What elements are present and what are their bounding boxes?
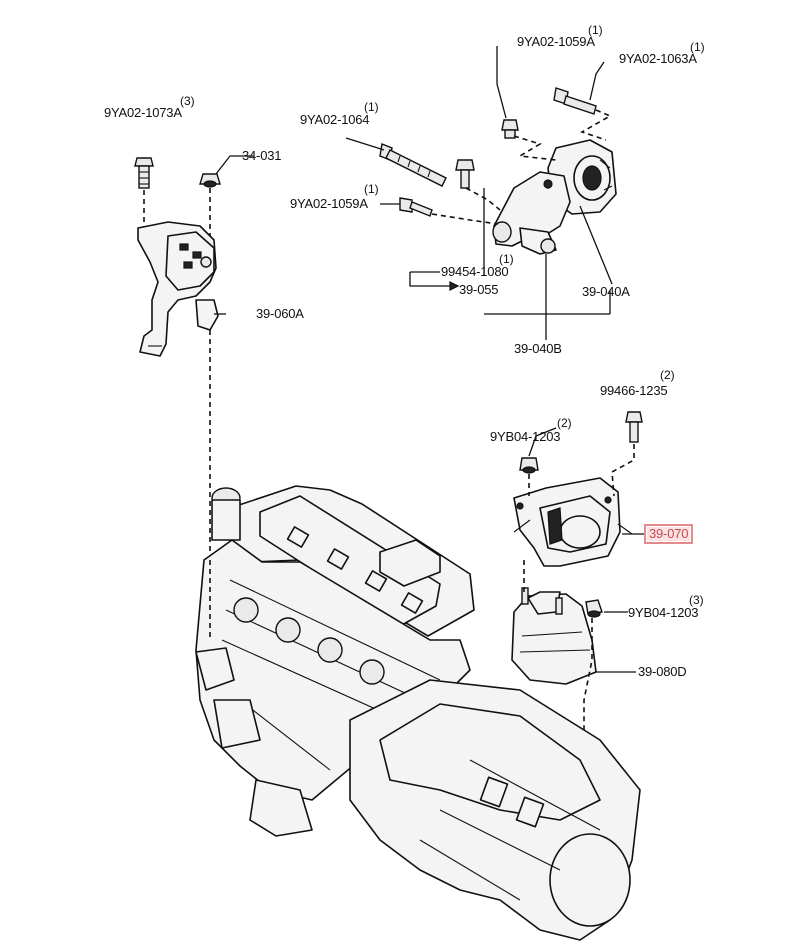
qty-99454-1080: (1) bbox=[499, 252, 514, 266]
callout-34-031[interactable]: 34-031 bbox=[242, 148, 282, 163]
callout-99454-1080[interactable]: 99454-1080 bbox=[441, 264, 509, 279]
callout-39-080d[interactable]: 39-080D bbox=[638, 664, 687, 679]
engine-mount-bracket-39-060a[interactable] bbox=[134, 157, 221, 357]
callout-39-070-highlighted[interactable]: 39-070 bbox=[643, 524, 694, 544]
bolt-9ya02-1064[interactable] bbox=[379, 143, 447, 187]
callout-39-040b[interactable]: 39-040B bbox=[514, 341, 562, 356]
transmission-mount-39-070[interactable] bbox=[513, 477, 633, 567]
qty-9ya02-1059a-mid: (1) bbox=[364, 182, 379, 196]
qty-9yb04-1203-a: (2) bbox=[557, 416, 572, 430]
nut-9yb04-1203-upper[interactable] bbox=[519, 457, 539, 474]
callout-39-040a[interactable]: 39-040A bbox=[582, 284, 630, 299]
transmission-bracket-39-080d[interactable] bbox=[511, 587, 597, 685]
bolt-99466-1235[interactable] bbox=[625, 411, 643, 443]
callout-99466-1235[interactable]: 99466-1235 bbox=[600, 383, 668, 398]
callout-39-055[interactable]: 39-055 bbox=[459, 282, 499, 297]
bolt-9ya02-1063a[interactable] bbox=[553, 87, 597, 115]
callout-9ya02-1059a-top[interactable]: 9YA02-1059A bbox=[517, 34, 595, 49]
mount-bracket-39-040b[interactable] bbox=[492, 171, 571, 255]
callout-9yb04-1203-b[interactable]: 9YB04-1203 bbox=[628, 605, 699, 620]
engine-assembly bbox=[195, 485, 641, 941]
callout-9ya02-1059a-mid[interactable]: 9YA02-1059A bbox=[290, 196, 368, 211]
qty-99466-1235: (2) bbox=[660, 368, 675, 382]
bolt-9ya02-1073a[interactable] bbox=[134, 157, 154, 189]
qty-9ya02-1064: (1) bbox=[364, 100, 379, 114]
bolt-9ya02-1059a-upper[interactable] bbox=[501, 119, 519, 139]
qty-9yb04-1203-b: (3) bbox=[689, 593, 704, 607]
qty-9ya02-1063a: (1) bbox=[690, 40, 705, 54]
callout-39-060a[interactable]: 39-060A bbox=[256, 306, 304, 321]
nut-34-031[interactable] bbox=[199, 173, 221, 188]
callout-9ya02-1063a[interactable]: 9YA02-1063A bbox=[619, 51, 697, 66]
bolt-9ya02-1059a-lower[interactable] bbox=[399, 197, 433, 217]
callout-9yb04-1203-a[interactable]: 9YB04-1203 bbox=[490, 429, 561, 444]
qty-9ya02-1059a-top: (1) bbox=[588, 23, 603, 37]
stud-99454-1080[interactable] bbox=[455, 159, 475, 189]
nut-9yb04-1203-lower[interactable] bbox=[585, 599, 603, 618]
callout-9ya02-1064[interactable]: 9YA02-1064 bbox=[300, 112, 370, 127]
callout-9ya02-1073a[interactable]: 9YA02-1073A bbox=[104, 105, 182, 120]
qty-9ya02-1073a: (3) bbox=[180, 94, 195, 108]
